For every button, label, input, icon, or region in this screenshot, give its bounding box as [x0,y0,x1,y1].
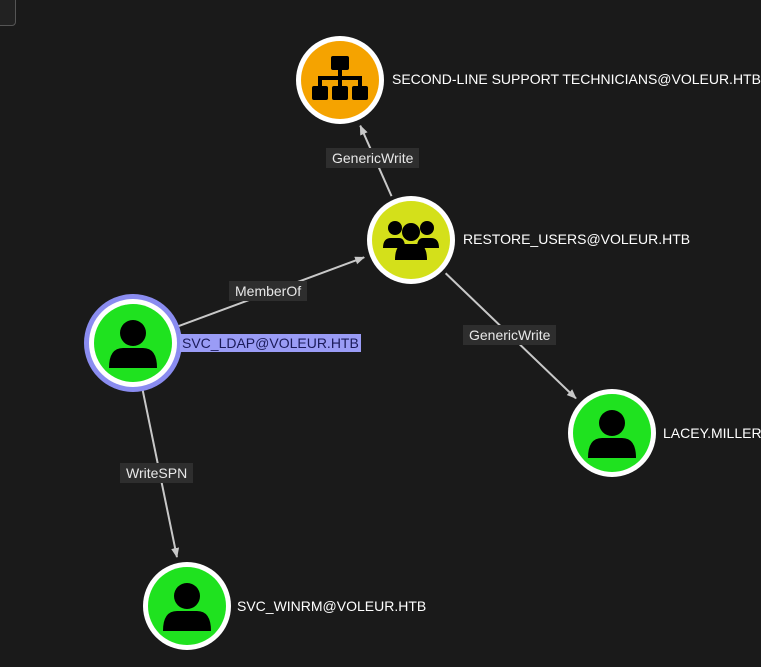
edge-label-genericwrite[interactable]: GenericWrite [463,325,557,345]
edge-label-writespn[interactable]: WriteSPN [120,463,194,483]
user-icon [109,320,157,368]
node-label-svc-winrm[interactable]: SVC_WINRM@VOLEUR.HTB [237,598,427,614]
edge-label-memberof[interactable]: MemberOf [229,281,308,301]
node-restore-users[interactable] [367,196,455,284]
node-lacey-miller[interactable] [568,389,656,477]
node-label-second-line[interactable]: SECOND-LINE SUPPORT TECHNICIANS@VOLEUR.H… [392,71,761,87]
node-second-line[interactable] [296,36,384,124]
node-label-restore-users[interactable]: RESTORE_USERS@VOLEUR.HTB [463,231,691,247]
user-icon [588,410,636,458]
user-icon [163,583,211,631]
node-label-lacey-miller[interactable]: LACEY.MILLER [663,425,761,441]
org-tree-icon [312,56,368,100]
node-label-svc-ldap[interactable]: SVC_LDAP@VOLEUR.HTB [180,334,361,352]
node-svc-winrm[interactable] [143,562,231,650]
corner-control-button[interactable] [0,0,16,26]
group-icon [383,221,439,260]
edge-label-genericwrite[interactable]: GenericWrite [326,148,420,168]
node-svc-ldap[interactable] [84,294,182,392]
